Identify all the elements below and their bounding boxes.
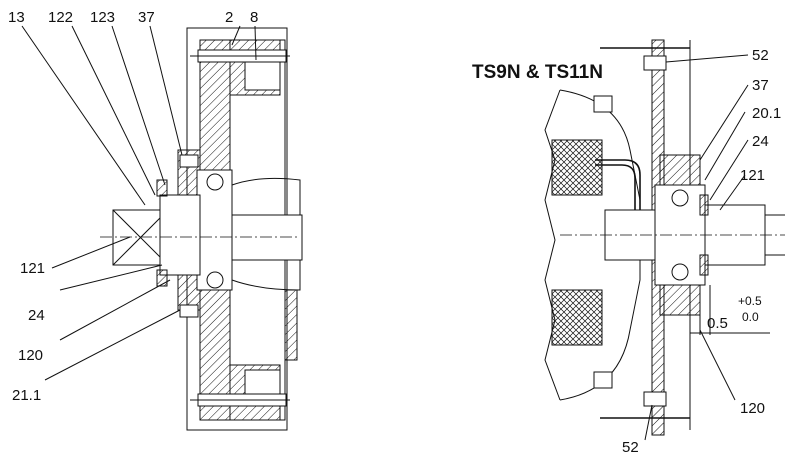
right-leader-lines xyxy=(644,54,770,441)
label-120-right: 120 xyxy=(740,400,765,417)
left-leader-lines xyxy=(21,25,257,381)
label-24-right: 24 xyxy=(752,133,769,150)
label-13: 13 xyxy=(8,9,25,26)
label-20-1: 20.1 xyxy=(752,105,781,122)
label-37-right: 37 xyxy=(752,77,769,94)
label-121-left: 121 xyxy=(20,260,45,277)
label-8: 8 xyxy=(250,9,258,26)
label-21-1: 21.1 xyxy=(12,387,41,404)
label-52-top: 52 xyxy=(752,47,769,64)
left-part-labels: 13 122 123 37 2 8 121 24 120 21.1 xyxy=(8,9,258,404)
label-123: 123 xyxy=(90,9,115,26)
right-part-labels: TS9N & TS11N 52 37 20.1 24 121 +0.5 0.5 … xyxy=(472,47,781,456)
model-title: TS9N & TS11N xyxy=(472,62,603,83)
label-122: 122 xyxy=(48,9,73,26)
right-section-view xyxy=(544,39,785,436)
label-2: 2 xyxy=(225,9,233,26)
label-121-right: 121 xyxy=(740,167,765,184)
dimension-upper-tolerance: +0.5 xyxy=(738,294,762,308)
label-24-left: 24 xyxy=(28,307,45,324)
dimension-value: 0.5 xyxy=(707,315,728,332)
left-section-view xyxy=(100,27,303,431)
label-120-left: 120 xyxy=(18,347,43,364)
label-52-bottom: 52 xyxy=(622,439,639,456)
label-37-left: 37 xyxy=(138,9,155,26)
dimension-lower-tolerance: 0.0 xyxy=(742,310,759,324)
